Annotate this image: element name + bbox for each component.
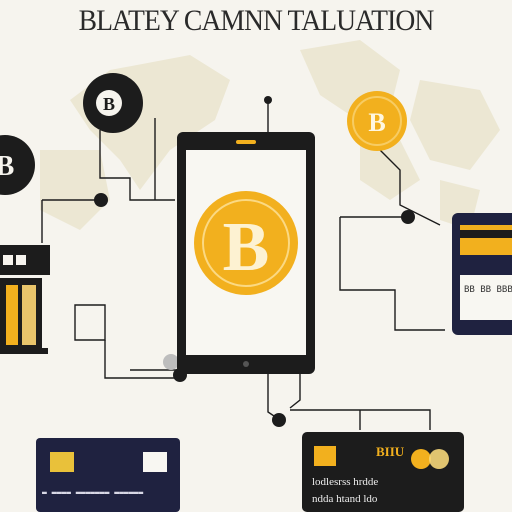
coin-symbol: B [103,94,115,114]
bitcoin-coin-icon: B [0,135,35,195]
connector-lines [41,100,445,430]
card-terminal-icon: BB BB BBB [452,213,512,335]
credit-card-icon: ▬ ▬▬▬▬ ▬▬▬▬▬▬▬ ▬▬▬▬▬▬ [36,438,180,512]
card-number: ▬ ▬▬▬▬ ▬▬▬▬▬▬▬ ▬▬▬▬▬▬ [42,488,143,497]
coin-symbol: B [223,209,270,286]
atm-building-icon [0,245,50,354]
page-title: BLATEY CAMNN TALUATION [78,4,435,37]
coin-symbol: B [368,108,385,137]
mastercard-logo-icon [411,449,449,469]
credit-card-icon: BIIU lodlesrss hrdde ndda htand ldo [302,432,464,512]
bitcoin-coin-icon: B [83,73,143,133]
card-line-2: ndda htand ldo [312,493,378,505]
terminal-keypad: BB BB BBB [464,285,512,295]
bitcoin-coin-icon: B [347,91,407,151]
card-line-1: lodlesrss hrdde [312,476,378,488]
connector-dots [94,96,415,427]
smartphone-icon: B [177,132,315,374]
world-map-background [40,40,500,230]
card-header: BIIU [376,444,405,459]
coin-symbol: B [0,151,14,182]
